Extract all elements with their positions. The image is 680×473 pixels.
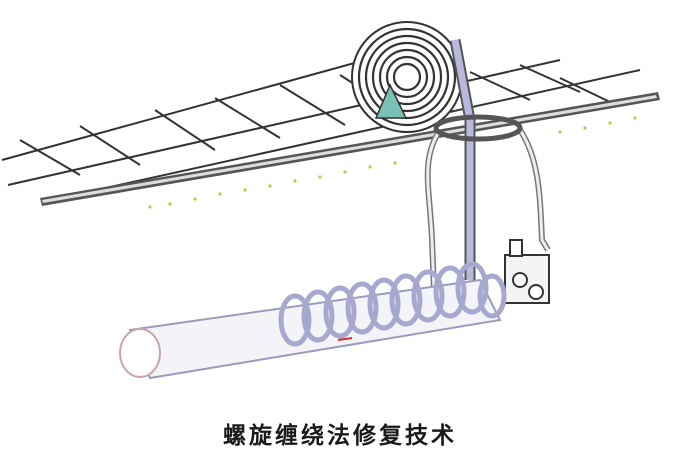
liner-joint-mark [337, 337, 353, 341]
soil-dots [148, 116, 637, 209]
spiral-liner [278, 261, 507, 347]
ground-band [40, 92, 660, 206]
diagram-caption: 螺旋缠绕法修复技术 [223, 422, 457, 449]
ground-surface-grid [1, 44, 641, 199]
winding-machine [504, 239, 550, 304]
host-pipe [119, 278, 502, 380]
strip-reel [351, 21, 463, 133]
reel-stand [374, 83, 408, 119]
guide-roller [433, 114, 523, 142]
